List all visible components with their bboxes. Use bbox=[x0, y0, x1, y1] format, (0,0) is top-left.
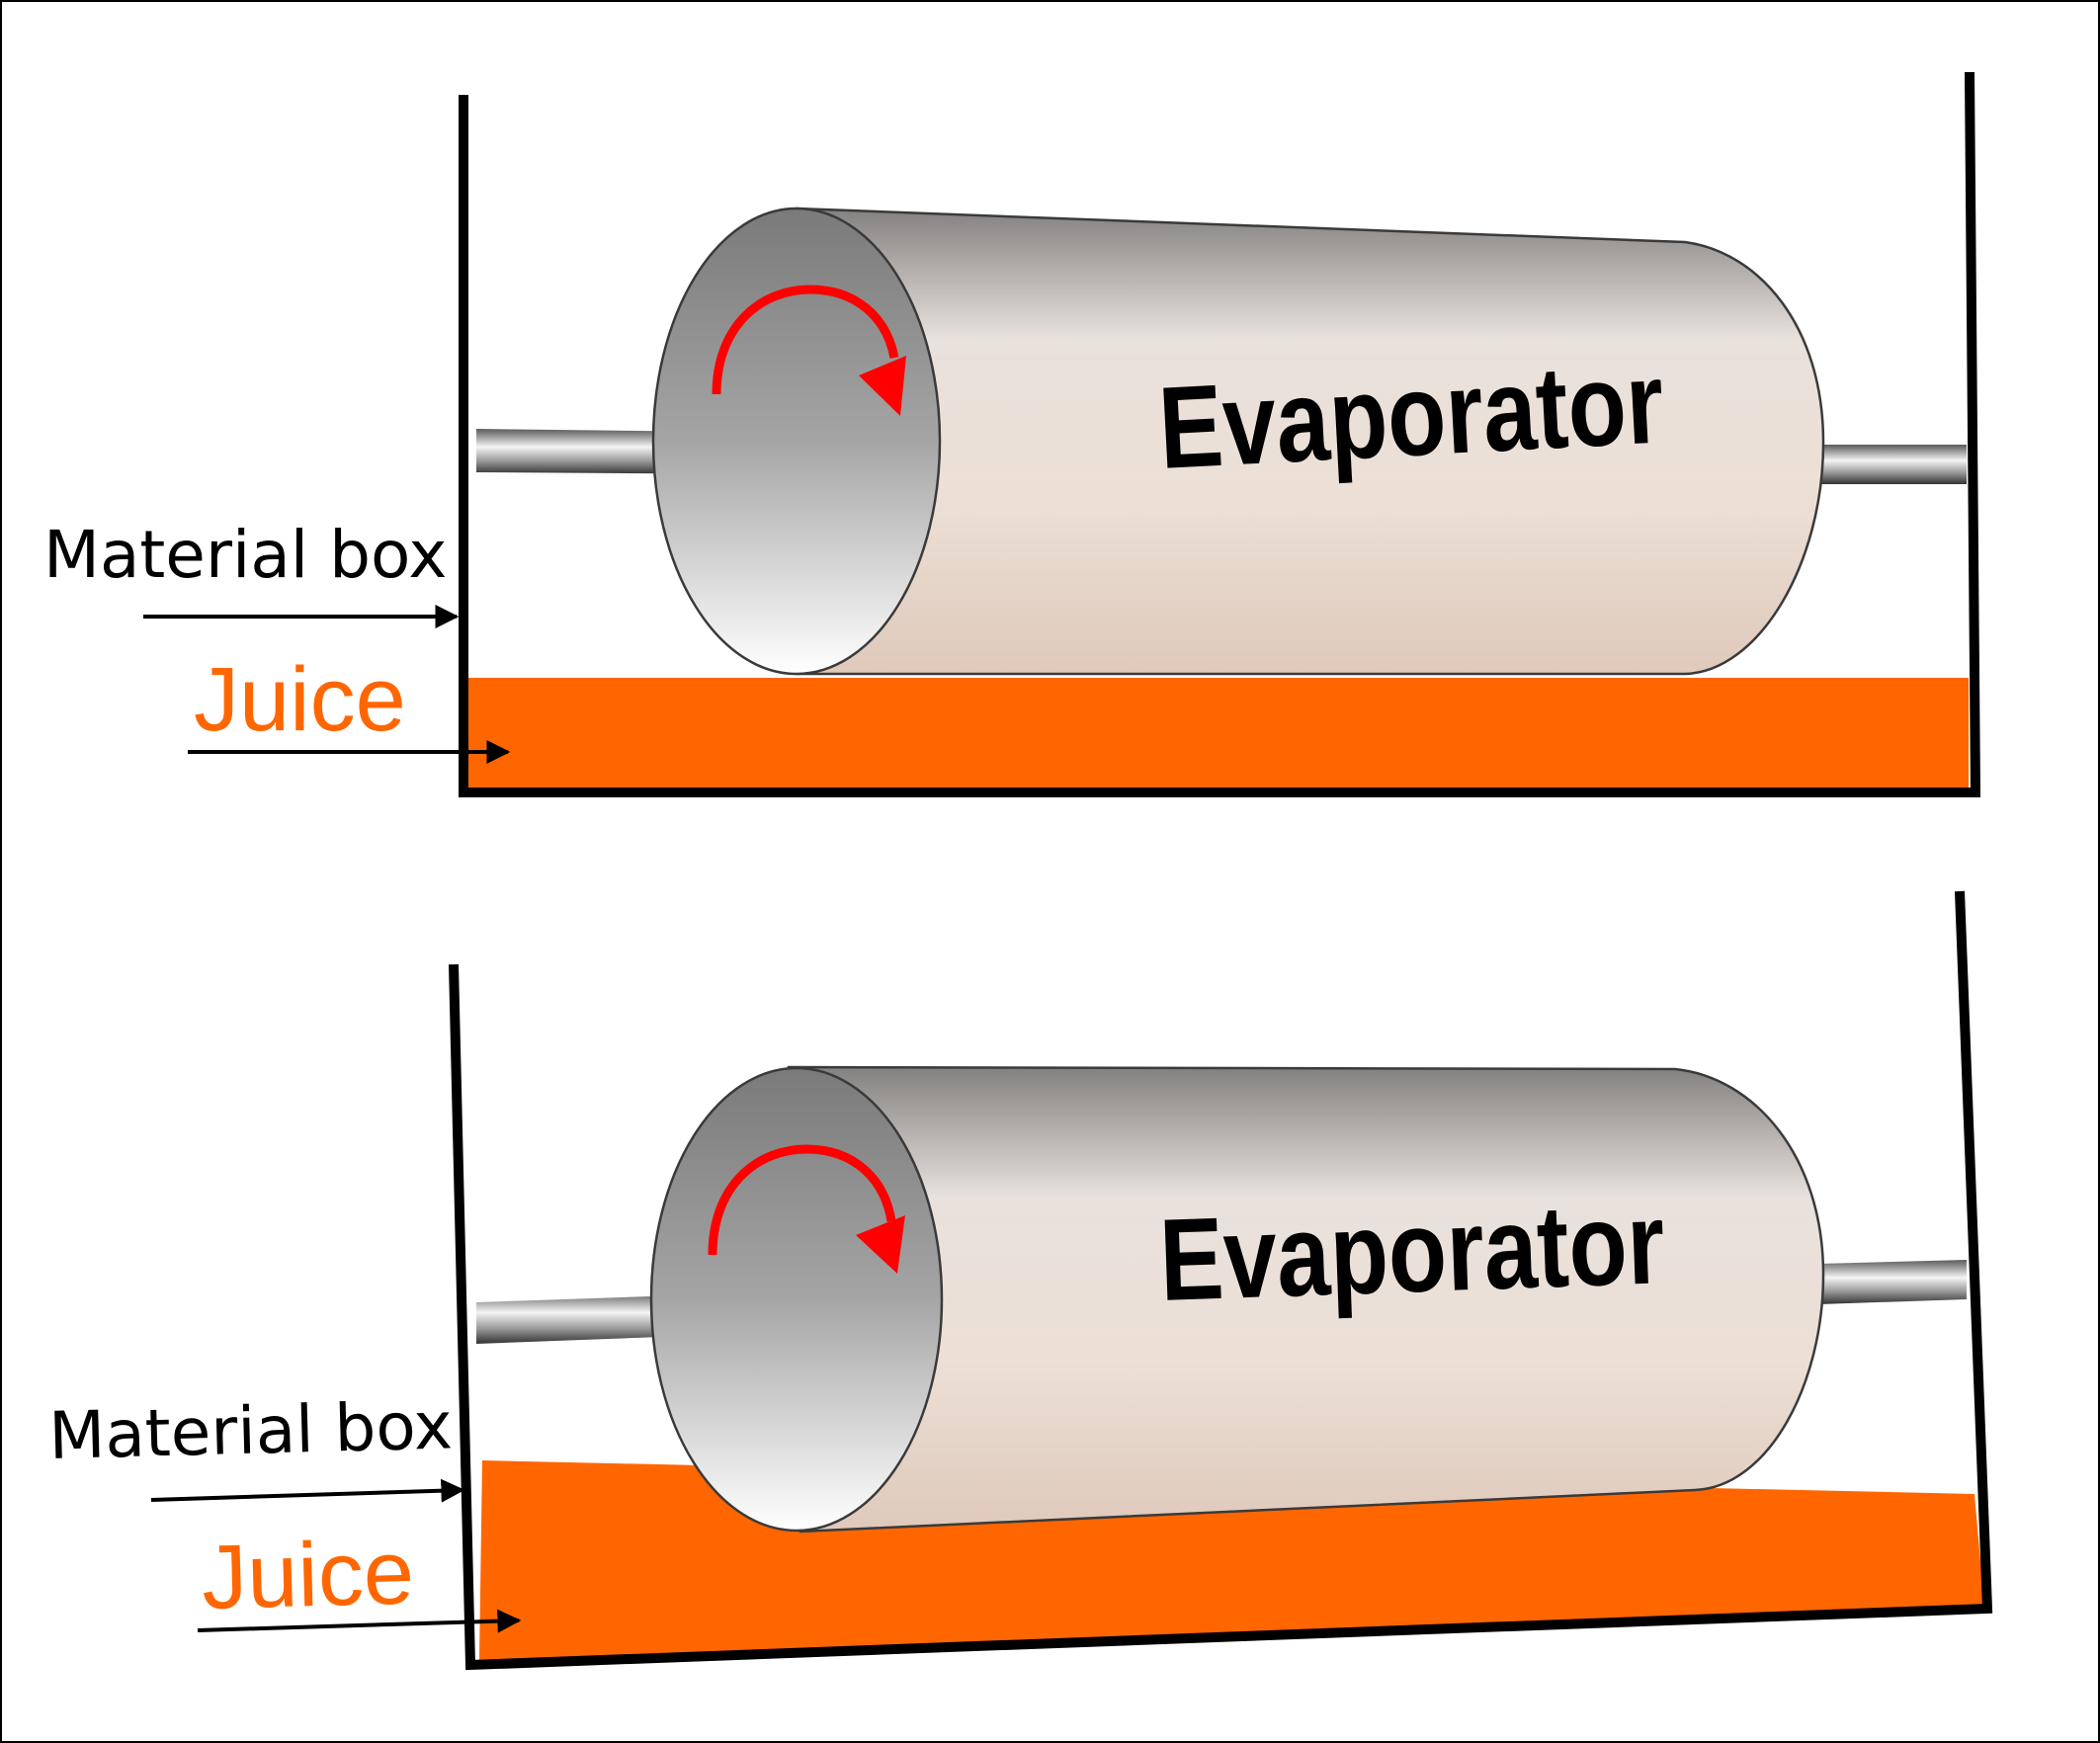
evaporator-shaft-right bbox=[1818, 445, 1967, 484]
material-box-label: Material box bbox=[47, 1387, 453, 1474]
material-box-wall bbox=[459, 71, 1981, 797]
evaporator-label: Evaporator bbox=[1157, 1177, 1666, 1325]
material-box-label: Material box bbox=[43, 517, 447, 593]
juice-label: Juice bbox=[194, 649, 406, 750]
evaporator-end-face bbox=[651, 207, 942, 676]
pointer-arrow-icon bbox=[197, 1609, 522, 1633]
evaporator-label: Evaporator bbox=[1155, 336, 1666, 493]
juice-label: Juice bbox=[201, 1522, 415, 1628]
material-box-wall bbox=[449, 890, 1993, 1671]
evaporator-drum bbox=[795, 207, 1825, 676]
evaporator-shaft-right bbox=[1818, 1260, 1967, 1304]
evaporator-drum bbox=[787, 1065, 1825, 1534]
panel-tilted: Evaporator Material box Juice bbox=[47, 890, 1993, 1671]
rotation-arrow-icon bbox=[712, 285, 906, 416]
pointer-arrow-icon bbox=[150, 1478, 465, 1503]
evaporator-end-face bbox=[649, 1066, 944, 1533]
juice-pool bbox=[466, 678, 1969, 788]
panel-level: Evaporator Material box Juice bbox=[43, 71, 1981, 797]
rotation-arrow-icon bbox=[708, 1144, 905, 1274]
